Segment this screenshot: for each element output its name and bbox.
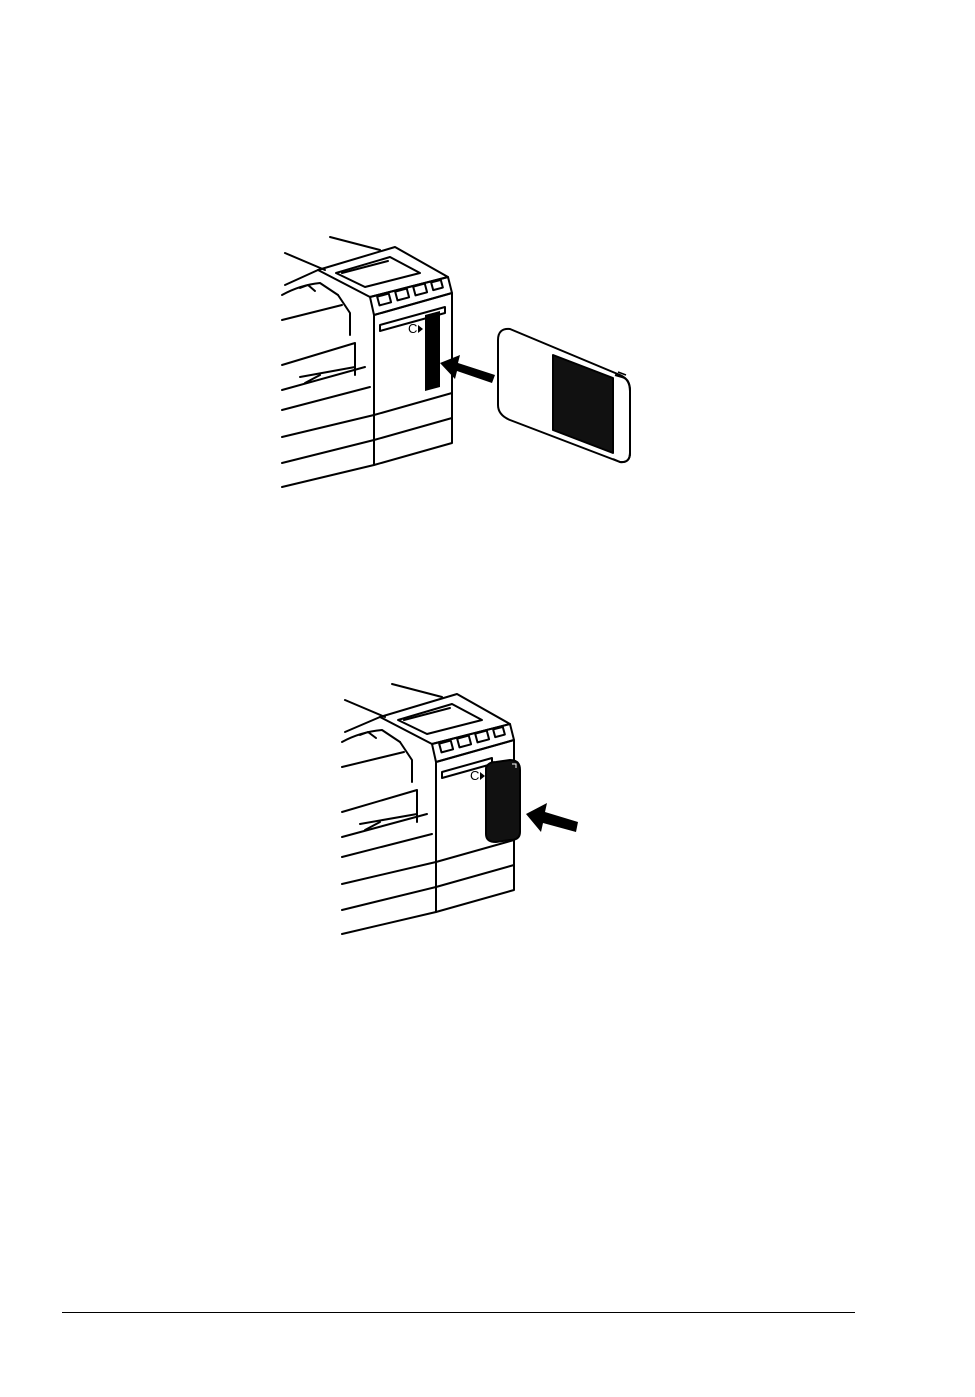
slot-pointer-icon <box>480 772 485 780</box>
font-cartridge-illustration <box>498 329 630 462</box>
insert-arrow-icon <box>526 803 578 832</box>
slot-label: C <box>408 321 417 336</box>
insert-arrow-icon <box>440 355 495 383</box>
font-cartridge-illustration <box>486 760 520 842</box>
cartridge-slot <box>425 311 440 391</box>
figure-cartridge-insertion: C <box>270 225 640 495</box>
slot-label: C <box>470 768 479 783</box>
footer-rule <box>62 1312 855 1313</box>
slot-pointer-icon <box>418 325 423 333</box>
figure-cartridge-inserted: C <box>330 672 590 942</box>
